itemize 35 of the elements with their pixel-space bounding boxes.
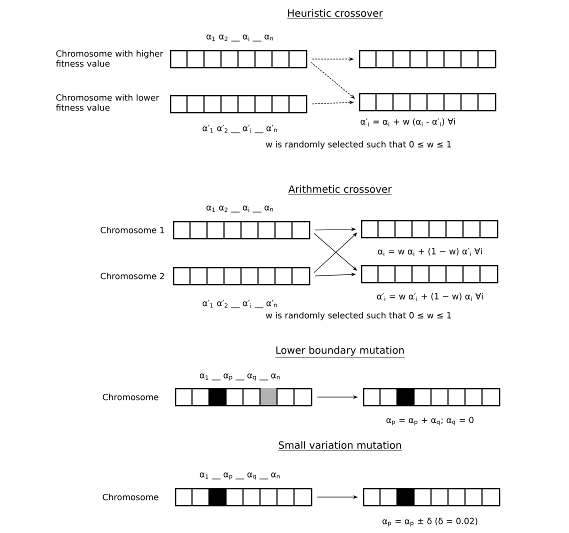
- formula: α′$_{i}$ = α$_{i}$ + w (α$_{i}$ - α′$_{i}$) ∀i: [360, 118, 455, 126]
- chromosome-bar: [361, 265, 498, 284]
- chromosome-label: Chromosome 2: [100, 272, 164, 280]
- chromosome-bar: [170, 95, 308, 114]
- gene-labels: α$_{1}$ α$_{2}$ __ α$_{i}$ __ α$_{n}$: [206, 34, 273, 42]
- chromosome-bar: [173, 267, 310, 286]
- chromosome-bar: [363, 488, 500, 506]
- formula: α$_{p}$ = α$_{p}$ ± δ (δ = 0.02): [382, 518, 478, 526]
- note: w is randomly selected such that 0 ≤ w ≤ 1: [266, 140, 451, 150]
- section-heading: Lower boundary mutation: [275, 346, 405, 358]
- section-heading: Small variation mutation: [278, 441, 402, 450]
- chromosome-bar: [361, 220, 498, 238]
- chromosome-bar: [170, 50, 308, 68]
- chromosome-label: Chromosome: [102, 494, 158, 500]
- chromosome-label: Chromosome with lower fitness value: [56, 94, 160, 111]
- chromosome-bar: [359, 50, 496, 68]
- section-heading: Heuristic crossover: [286, 9, 384, 18]
- gene-labels: α′$_{1}$ α′$_{2}$ __ α′$_{i}$ __ α′$_{n}$: [202, 300, 277, 308]
- formula: α$_{p}$ = α$_{p}$ + α$_{q}$; α$_{q}$ = 0: [386, 416, 474, 426]
- chromosome-bar: [173, 221, 310, 240]
- section-heading: Arithmetic crossover: [288, 185, 392, 194]
- formula: α′$_{i}$ = w α′$_{i}$ + (1 − w) α$_{i}$ ∀i: [377, 292, 483, 302]
- gene-labels: α$_{1}$ α$_{2}$ __ α$_{i}$ __ α$_{n}$: [206, 206, 273, 212]
- chromosome-label: Chromosome 1: [100, 226, 164, 234]
- note: w is randomly selected such that 0 ≤ w ≤ 1: [266, 312, 451, 320]
- gene-labels: α′$_{1}$ α′$_{2}$ __ α′$_{i}$ __ α′$_{n}$: [202, 124, 277, 134]
- chromosome-label: Chromosome with higher fitness value: [56, 50, 164, 67]
- formula: α$_{i}$ = w α$_{i}$ + (1 − w) α′$_{i}$ ∀i: [378, 248, 482, 256]
- chromosome-bar: [175, 388, 312, 406]
- gene-labels: α$_{1}$ __ α$_{p}$ __ α$_{q}$ __ α$_{n}$: [200, 374, 280, 380]
- gene-labels: α$_{1}$ __ α$_{p}$ __ α$_{q}$ __ α$_{n}$: [200, 472, 280, 480]
- chromosome-bar: [359, 93, 496, 112]
- chromosome-bar: [363, 388, 500, 406]
- chromosome-label: Chromosome: [102, 394, 158, 400]
- chromosome-bar: [175, 488, 312, 506]
